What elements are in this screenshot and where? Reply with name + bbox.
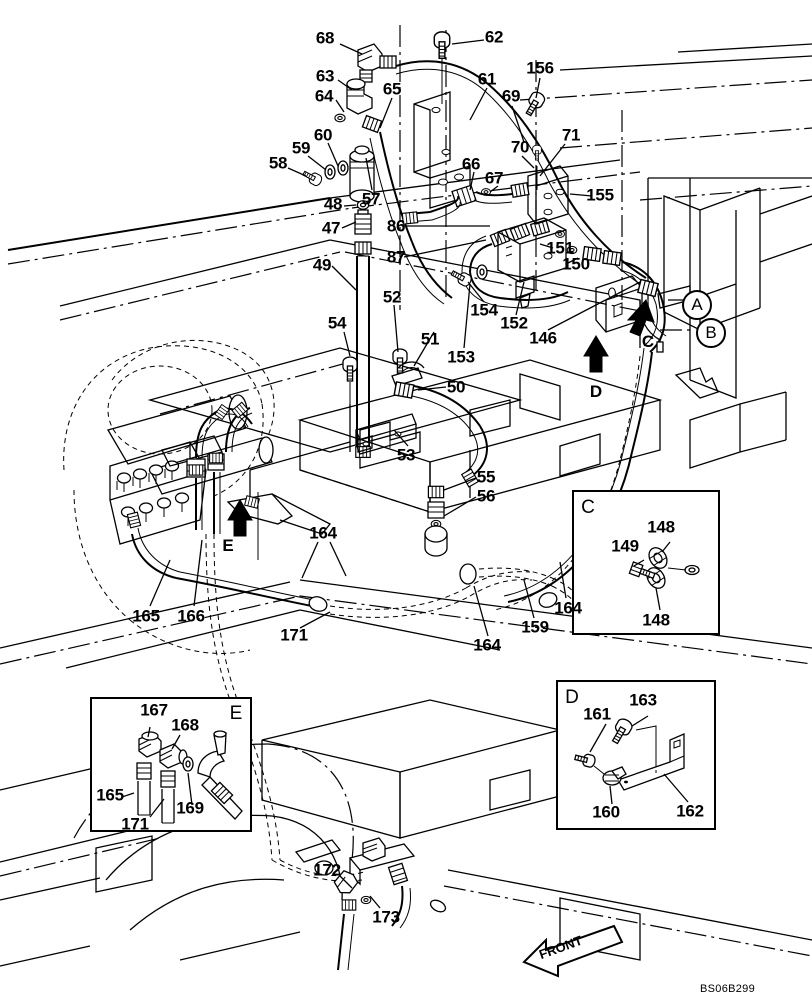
callout-164: 164 (309, 523, 337, 543)
callout-51: 51 (420, 329, 440, 349)
callout-54: 54 (327, 313, 347, 333)
callout-152: 152 (500, 313, 528, 333)
callout-49: 49 (312, 255, 332, 275)
callout-151: 151 (546, 238, 574, 258)
callout-63: 63 (315, 66, 335, 86)
front-direction-arrow (522, 924, 624, 978)
detail-E-callout-169: 169 (176, 798, 204, 818)
callout-171: 171 (280, 625, 308, 645)
callout-164: 164 (554, 598, 582, 618)
callout-69: 69 (501, 86, 521, 106)
callout-59: 59 (291, 138, 311, 158)
callout-48: 48 (323, 194, 343, 214)
callout-68: 68 (315, 28, 335, 48)
callout-67: 67 (484, 168, 504, 188)
callout-164: 164 (473, 635, 501, 655)
callout-172: 172 (313, 860, 341, 880)
callout-159: 159 (521, 617, 549, 637)
detail-E-callout-165: 165 (96, 785, 124, 805)
callout-166: 166 (177, 606, 205, 626)
callout-154: 154 (470, 300, 498, 320)
callout-165: 165 (132, 606, 160, 626)
drawing-code: BS06B299 (700, 983, 755, 995)
callout-52: 52 (382, 287, 402, 307)
detail-box-d: .dln{fill:none;stroke:#000;stroke-width:… (556, 680, 716, 830)
callout-64: 64 (314, 86, 334, 106)
detail-D-callout-163: 163 (629, 690, 657, 710)
callout-47: 47 (321, 218, 341, 238)
callout-173: 173 (372, 907, 400, 927)
callout-57: 57 (361, 189, 381, 209)
callout-71: 71 (561, 125, 581, 145)
detail-D-callout-162: 162 (676, 801, 704, 821)
callout-61: 61 (477, 69, 497, 89)
detail-C-callout-148: 148 (647, 517, 675, 537)
detail-box-e: .dln{fill:none;stroke:#000;stroke-width:… (90, 697, 252, 832)
detail-E-callout-168: 168 (171, 715, 199, 735)
detail-box-c-letter: C (581, 497, 595, 518)
detail-box-c: .dln{fill:none;stroke:#000;stroke-width:… (572, 490, 720, 635)
callout-55: 55 (476, 467, 496, 487)
section-letter-e: E (222, 536, 234, 555)
detail-D-callout-161: 161 (583, 704, 611, 724)
callout-50: 50 (446, 377, 466, 397)
detail-E-callout-167: 167 (140, 700, 168, 720)
callout-65: 65 (382, 79, 402, 99)
callout-58: 58 (268, 153, 288, 173)
callout-156: 156 (526, 58, 554, 78)
view-ref-b: B (696, 318, 726, 348)
detail-C-callout-148: 148 (642, 610, 670, 630)
callout-153: 153 (447, 347, 475, 367)
detail-E-callout-171: 171 (121, 814, 149, 834)
callout-66: 66 (461, 154, 481, 174)
detail-D-callout-160: 160 (592, 802, 620, 822)
callout-53: 53 (396, 445, 416, 465)
section-letter-d: D (589, 382, 603, 401)
callout-70: 70 (510, 137, 530, 157)
callout-60: 60 (313, 125, 333, 145)
callout-62: 62 (484, 27, 504, 47)
callout-155: 155 (586, 185, 614, 205)
detail-C-callout-149: 149 (611, 536, 639, 556)
callout-150: 150 (562, 254, 590, 274)
detail-box-d-letter: D (565, 687, 579, 708)
section-letter-c: C (641, 332, 655, 351)
detail-box-e-letter: E (229, 703, 243, 724)
callout-86: 86 (386, 216, 406, 236)
callout-146: 146 (529, 328, 557, 348)
view-ref-a: A (682, 290, 712, 320)
callout-56: 56 (476, 486, 496, 506)
callout-87: 87 (386, 247, 406, 267)
